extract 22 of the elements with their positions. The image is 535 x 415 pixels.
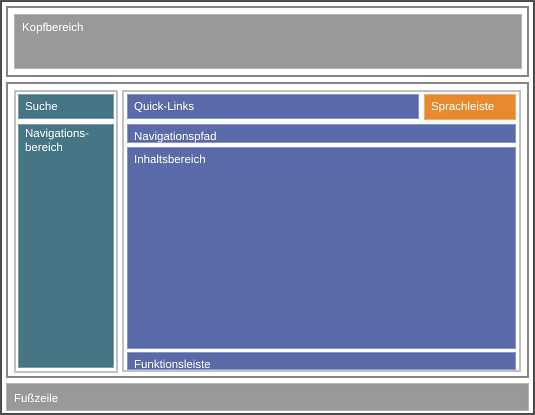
region-label: Fußzeile (14, 392, 58, 406)
navigation-region (18, 124, 114, 368)
quick-links-bar (127, 94, 419, 119)
language-bar (424, 94, 516, 120)
content-frame (122, 90, 521, 372)
search-region (18, 94, 114, 119)
region-label: Funktionsleiste (134, 358, 211, 372)
function-bar (127, 352, 516, 370)
header-region (14, 14, 522, 69)
region-label: Navigationspfad (134, 130, 216, 144)
header-frame (6, 6, 529, 77)
region-label: Suche (25, 100, 58, 114)
region-label: Inhaltsbereich (134, 153, 206, 167)
main-frame (6, 82, 529, 378)
region-label: Navigations- bereich (25, 127, 90, 155)
content-region (127, 147, 516, 349)
sidebar-frame (14, 90, 118, 373)
region-label: Sprachleiste (431, 100, 494, 114)
footer-bar (6, 383, 529, 411)
region-label: Quick-Links (134, 100, 194, 114)
breadcrumb-bar (127, 124, 516, 143)
region-label: Kopfbereich (22, 21, 84, 35)
